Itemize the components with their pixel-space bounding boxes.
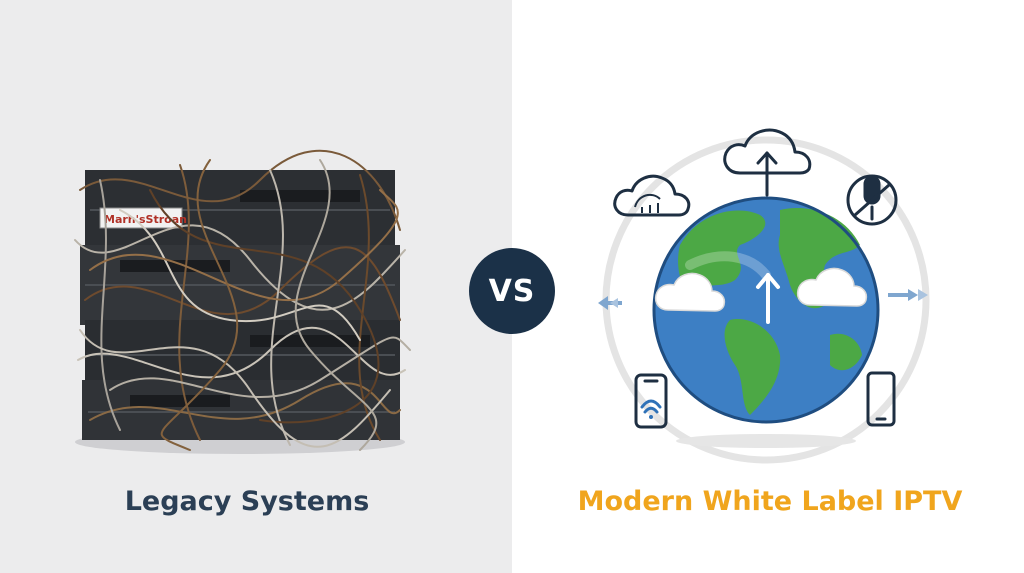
legacy-systems-caption: Legacy Systems (124, 486, 370, 517)
cloud-sync-icon (613, 174, 691, 217)
microphone-icon (846, 174, 898, 226)
tangled-server-stack-image: Marh'sStroan (74, 149, 411, 454)
arrows-right-icon (888, 289, 928, 301)
cloud-left-icon (654, 272, 726, 312)
cloud-right-icon (796, 267, 868, 307)
iptv-illustration (598, 128, 930, 464)
globe-shadow (676, 434, 856, 448)
vs-badge: VS (469, 248, 555, 334)
cloud-upload-icon (723, 128, 812, 197)
server-brand-label: Marh'sStroan (104, 213, 187, 226)
phone-wifi-icon (634, 373, 668, 429)
upload-arrow-icon (756, 273, 780, 324)
tablet-icon (866, 371, 896, 427)
modern-iptv-caption: Modern White Label IPTV (577, 486, 963, 517)
arrows-left-icon (598, 296, 622, 310)
